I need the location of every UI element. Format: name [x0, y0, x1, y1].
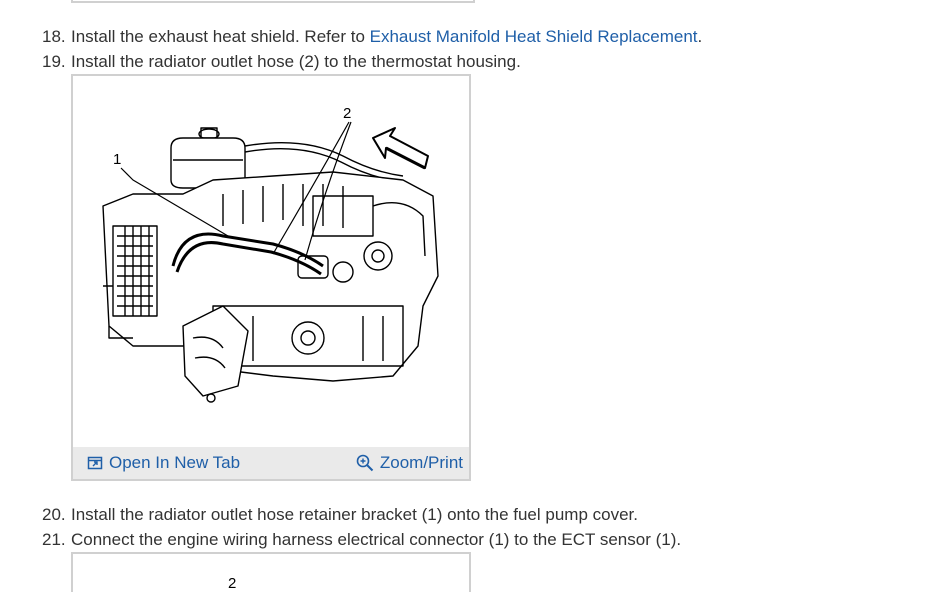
step-text: Install the radiator outlet hose (2) to … [71, 52, 521, 71]
callout-2: 2 [343, 105, 351, 122]
step-text: Install the exhaust heat shield. Refer t… [71, 27, 370, 46]
open-in-new-tab-label: Open In New Tab [109, 453, 241, 472]
callout-partial: 2 [228, 575, 236, 592]
step-number: 21. [42, 530, 66, 549]
callout-1: 1 [113, 151, 121, 168]
step-number: 18. [42, 27, 66, 46]
step-number: 19. [42, 52, 66, 71]
zoom-print-label: Zoom/Print [379, 453, 463, 472]
step-20: 20. Install the radiator outlet hose reta… [42, 504, 638, 526]
zoom-print-button[interactable]: Zoom/Print [356, 453, 463, 473]
figure-toolbar: Open In New Tab Zoom/Print [73, 447, 469, 479]
engine-illustration[interactable]: 1 2 [73, 76, 469, 448]
step-text-end: . [697, 27, 703, 46]
engine-illustration-figure: 1 2 Open In New Tab Zoom/Print [71, 74, 471, 481]
zoom-in-icon [356, 454, 374, 472]
previous-figure-frame [71, 0, 475, 3]
open-in-new-tab-button[interactable]: Open In New Tab [87, 453, 240, 473]
open-in-new-tab-icon [87, 455, 103, 471]
next-figure-illustration[interactable]: 2 [73, 554, 469, 594]
exhaust-heat-shield-link[interactable]: Exhaust Manifold Heat Shield Replacement [369, 27, 698, 46]
step-number: 20. [42, 505, 66, 524]
step-19: 19. Install the radiator outlet hose (2) … [42, 51, 521, 73]
step-text: Install the radiator outlet hose retaine… [71, 505, 638, 524]
step-text: Connect the engine wiring harness electr… [71, 530, 682, 549]
step-18: 18. Install the exhaust heat shield. Refe… [42, 26, 702, 48]
step-21: 21. Connect the engine wiring harness ele… [42, 529, 681, 551]
next-figure: 2 [71, 552, 471, 592]
